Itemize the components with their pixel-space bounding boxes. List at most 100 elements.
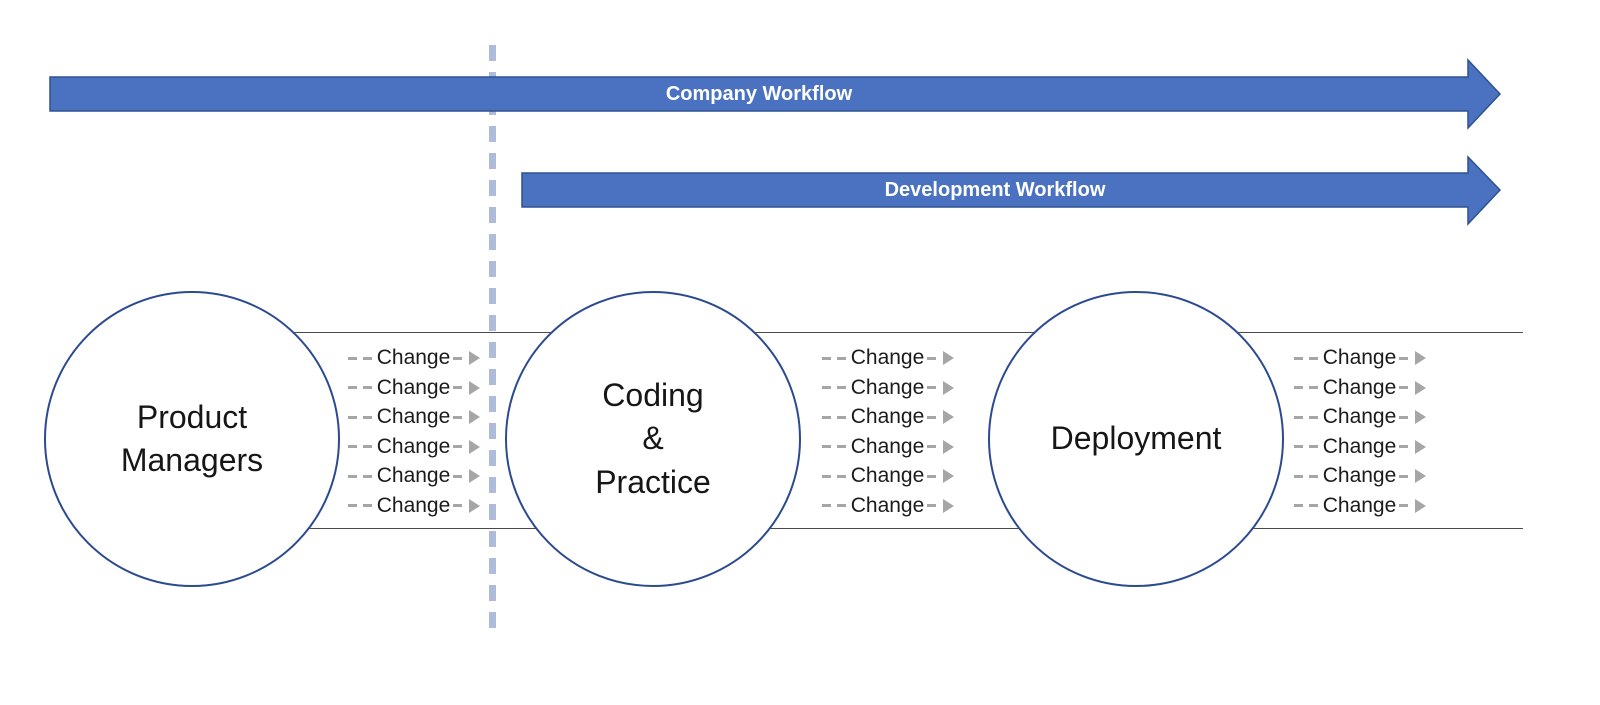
change-dash-left	[1293, 386, 1320, 390]
change-dash-right	[927, 415, 941, 419]
change-row: Change	[344, 463, 484, 489]
lane-line-top	[292, 332, 1523, 333]
change-dash-right	[1399, 356, 1413, 360]
change-label: Change	[1322, 493, 1397, 517]
change-dash-right	[453, 356, 467, 360]
change-dash-left	[821, 415, 848, 419]
change-column-3: Change Change Change Change	[1290, 345, 1430, 519]
change-dash-left	[1293, 356, 1320, 360]
change-dash-right	[927, 356, 941, 360]
change-dash-right	[453, 386, 467, 390]
change-arrowhead-icon	[1415, 439, 1427, 454]
change-row: Change	[818, 463, 958, 489]
phase-divider-line	[489, 45, 496, 632]
change-arrowhead-icon	[469, 498, 481, 513]
change-arrowhead-icon	[943, 410, 955, 425]
node-label-line: Deployment	[1050, 420, 1222, 457]
change-arrowhead-icon	[469, 380, 481, 395]
change-column-1: Change Change Change Change	[344, 345, 484, 519]
change-arrowhead-icon	[1415, 410, 1427, 425]
change-dash-left	[347, 386, 374, 390]
change-label: Change	[376, 375, 451, 399]
change-label: Change	[1322, 346, 1397, 369]
change-dash-right	[453, 415, 467, 419]
change-dash-left	[1293, 415, 1320, 419]
change-arrowhead-icon	[1415, 380, 1427, 395]
change-label: Change	[376, 493, 451, 517]
change-label: Change	[1322, 405, 1397, 429]
change-label: Change	[850, 375, 925, 399]
change-dash-left	[347, 445, 374, 449]
change-row: Change	[818, 404, 958, 430]
change-label: Change	[1322, 375, 1397, 399]
change-dash-right	[1399, 504, 1413, 508]
node-label-line: Managers	[120, 442, 264, 478]
development-workflow-label: Development Workflow	[884, 178, 1106, 201]
change-row: Change	[818, 345, 958, 371]
change-arrowhead-icon	[943, 498, 955, 513]
change-dash-right	[453, 445, 467, 449]
change-dash-left	[821, 356, 848, 360]
change-label: Change	[1322, 434, 1397, 458]
node-label-line: Practice	[595, 463, 711, 500]
change-row: Change	[344, 375, 484, 401]
change-label: Change	[376, 405, 451, 429]
change-dash-right	[1399, 474, 1413, 478]
change-arrowhead-icon	[1415, 469, 1427, 484]
node-deployment: Deployment	[988, 291, 1284, 587]
change-row: Change	[344, 404, 484, 430]
change-row: Change	[344, 434, 484, 460]
change-arrowhead-icon	[943, 469, 955, 484]
change-arrowhead-icon	[943, 351, 955, 365]
change-dash-left	[1293, 445, 1320, 449]
change-label: Change	[850, 434, 925, 458]
change-label: Change	[850, 493, 925, 517]
change-dash-right	[1399, 445, 1413, 449]
change-arrowhead-icon	[943, 439, 955, 454]
node-label-line: Coding	[602, 377, 704, 414]
change-dash-right	[1399, 415, 1413, 419]
change-label: Change	[376, 434, 451, 458]
change-label: Change	[850, 346, 925, 369]
change-label: Change	[850, 464, 925, 488]
lane-line-bottom	[292, 528, 1523, 529]
change-label: Change	[850, 405, 925, 429]
change-dash-right	[927, 474, 941, 478]
change-arrowhead-icon	[469, 439, 481, 454]
change-label: Change	[376, 464, 451, 488]
change-dash-left	[347, 504, 374, 508]
change-arrowhead-icon	[469, 469, 481, 484]
change-dash-right	[453, 504, 467, 508]
node-coding-practice: Coding & Practice	[505, 291, 801, 587]
change-row: Change	[1290, 463, 1430, 489]
change-dash-right	[927, 445, 941, 449]
change-row: Change	[818, 434, 958, 460]
change-arrowhead-icon	[469, 410, 481, 425]
change-dash-left	[347, 474, 374, 478]
change-dash-right	[927, 386, 941, 390]
change-row: Change	[818, 493, 958, 519]
change-row: Change	[1290, 404, 1430, 430]
change-dash-left	[821, 474, 848, 478]
change-dash-left	[821, 445, 848, 449]
change-arrowhead-icon	[1415, 351, 1427, 365]
change-row: Change	[1290, 493, 1430, 519]
change-dash-left	[1293, 474, 1320, 478]
change-dash-right	[927, 504, 941, 508]
change-row: Change	[344, 345, 484, 371]
node-label-line: Product	[136, 398, 248, 435]
change-row: Change	[1290, 345, 1430, 371]
change-arrowhead-icon	[1415, 498, 1427, 513]
company-workflow-label: Company Workflow	[665, 82, 853, 105]
change-row: Change	[1290, 375, 1430, 401]
change-dash-right	[1399, 386, 1413, 390]
change-dash-left	[1293, 504, 1320, 508]
node-label-line: &	[642, 420, 664, 457]
change-row: Change	[1290, 434, 1430, 460]
change-row: Change	[344, 493, 484, 519]
change-dash-left	[821, 386, 848, 390]
change-dash-right	[453, 474, 467, 478]
change-label: Change	[1322, 464, 1397, 488]
change-row: Change	[818, 375, 958, 401]
